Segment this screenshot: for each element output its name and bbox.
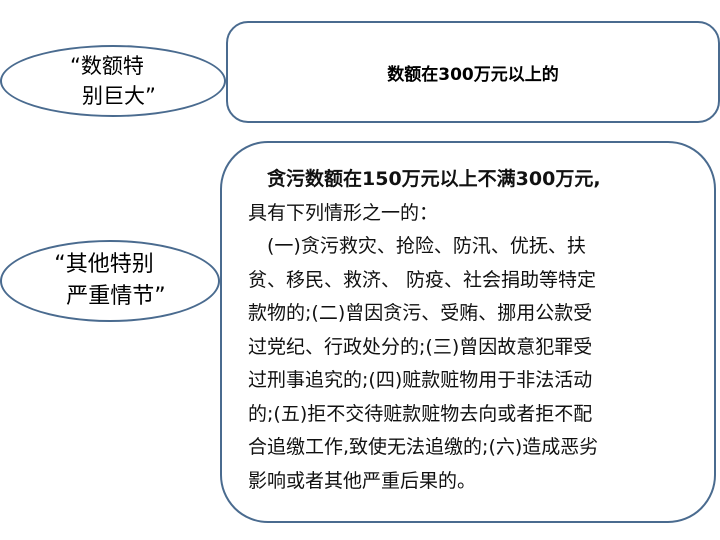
label-line: “其他特别 xyxy=(54,252,154,277)
category-label-ellipse-1: “数额特别巨大” xyxy=(0,45,226,117)
definition-box-1: 数额在300万元以上的 xyxy=(226,21,720,123)
text-line: 贪污数额在150万元以上不满300万元, xyxy=(248,168,601,190)
text-line: 的;(五)拒不交待赃款赃物去向或者拒不配 xyxy=(248,402,593,425)
definition-text: 数额在300万元以上的 xyxy=(387,64,559,85)
text-line: 影响或者其他严重后果的。 xyxy=(248,469,477,492)
label-line: 别巨大” xyxy=(82,84,156,108)
text-line: (一)贪污救灾、抢险、防汛、优抚、扶 xyxy=(248,235,586,257)
label-line: 严重情节” xyxy=(66,284,166,309)
text-line: 款物的;(二)曾因贪污、受贿、挪用公款受 xyxy=(248,302,593,324)
category-label-ellipse-2: “其他特别严重情节” xyxy=(0,240,220,322)
text-line: 过刑事追究的;(四)赃款赃物用于非法活动 xyxy=(248,369,593,391)
text-line: 过党纪、行政处分的;(三)曾因故意犯罪受 xyxy=(248,335,593,358)
text-line: 具有下列情形之一的： xyxy=(248,201,439,224)
text-line: 贫、移民、救济、 防疫、社会捐助等特定 xyxy=(248,268,597,291)
definition-box-2: 贪污数额在150万元以上不满300万元, 具有下列情形之一的： (一)贪污救灾、… xyxy=(220,141,716,523)
label-line: “数额特 xyxy=(70,54,144,78)
text-line: 合追缴工作,致使无法追缴的;(六)造成恶劣 xyxy=(248,436,599,458)
